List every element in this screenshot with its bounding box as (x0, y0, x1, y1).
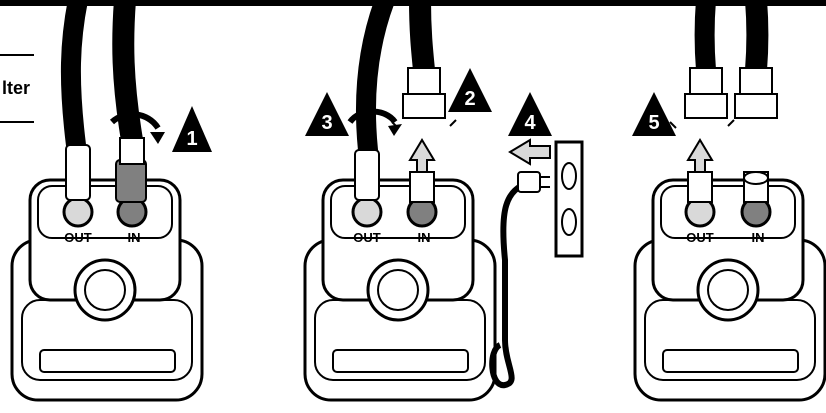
detached-valve-body (684, 93, 728, 119)
washer-unit (633, 178, 826, 402)
detached-valve (689, 67, 723, 95)
out-hose (694, 0, 716, 80)
up-arrow (686, 138, 714, 173)
out-connector (65, 144, 91, 201)
detached-valve-body (402, 93, 446, 119)
detached-valve (407, 67, 441, 95)
step-3-number: 3 (321, 112, 332, 134)
outlet-socket-top (561, 162, 577, 190)
out-port (351, 196, 383, 228)
step-2-number: 2 (464, 88, 475, 110)
out-port (62, 196, 94, 228)
in-hose (112, 0, 143, 151)
up-arrow (408, 138, 436, 173)
panel-1: OUT IN 1 (10, 0, 212, 402)
panel-3: OUT IN 5 (632, 0, 826, 402)
in-label: IN (128, 230, 141, 245)
power-cord (489, 179, 532, 388)
in-fitting-top (743, 171, 769, 185)
turn-arrows (391, 119, 457, 129)
in-label: IN (418, 230, 431, 245)
out-fitting (687, 171, 713, 203)
rotate-arrow (109, 111, 161, 130)
step-5-marker: 5 (632, 92, 676, 136)
plug (517, 171, 541, 193)
step-2-marker: 2 (448, 68, 492, 112)
step-3-marker: 3 (305, 92, 349, 136)
out-label: OUT (64, 230, 92, 245)
power-section: 4 (489, 92, 584, 388)
wall-outlet (554, 140, 584, 258)
step-1-marker: 1 (172, 106, 212, 152)
rotate-arrow-head (150, 132, 165, 144)
washer-unit (303, 178, 497, 402)
out-connector (354, 149, 380, 201)
detached-valve (739, 67, 773, 95)
detached-valve-body (734, 93, 778, 119)
out-label: OUT (686, 230, 714, 245)
in-valve (119, 137, 145, 165)
step-4-marker: 4 (508, 92, 552, 136)
rotate-arrow-head (388, 124, 402, 136)
rotate-arrow (347, 108, 398, 125)
side-label: lter (2, 78, 30, 98)
in-hose (409, 0, 435, 81)
side-label-box: lter (0, 54, 34, 123)
step-5-number: 5 (648, 112, 659, 134)
out-label: OUT (353, 230, 381, 245)
panel-2: OUT IN 3 2 (303, 0, 497, 402)
washer-unit (10, 178, 204, 402)
in-label: IN (752, 230, 765, 245)
out-hose (355, 0, 395, 160)
outlet-socket-bottom (561, 208, 577, 236)
in-hose (745, 0, 769, 81)
step-1-number: 1 (186, 128, 197, 150)
step-4-number: 4 (524, 112, 536, 134)
in-connector (115, 159, 147, 203)
turn-arrows (669, 119, 735, 129)
left-arrow (508, 138, 551, 166)
in-fitting (409, 171, 435, 203)
out-hose (60, 0, 88, 155)
